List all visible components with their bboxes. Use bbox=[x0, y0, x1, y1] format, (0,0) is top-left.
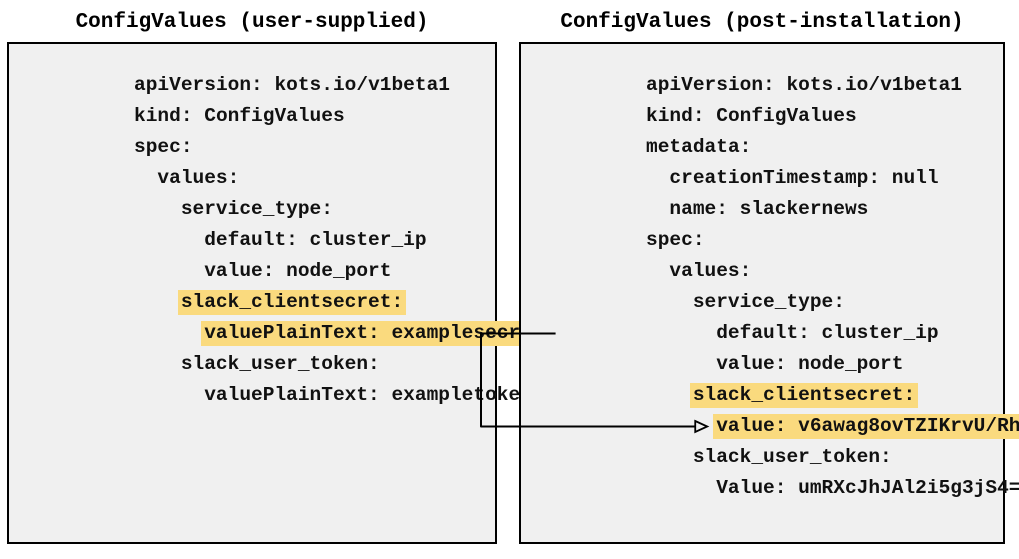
yaml-line: slack_clientsecret: bbox=[17, 265, 489, 315]
yaml-line: service_type: bbox=[180, 198, 333, 220]
yaml-line: values: bbox=[157, 167, 240, 189]
yaml-line: default: cluster_ip bbox=[716, 322, 939, 344]
yaml-line: service_type: bbox=[692, 291, 845, 313]
right-panel-post-installation: apiVersion: kots.io/v1beta1 kind: Config… bbox=[519, 42, 1019, 544]
yaml-line: value: v6awag8ovTZIKrvU/Rh4PQ== bbox=[529, 389, 1019, 439]
right-panel-title: ConfigValues (post-installation) bbox=[560, 11, 964, 34]
yaml-line: apiVersion: kots.io/v1beta1 bbox=[646, 74, 962, 96]
yaml-line: slack_clientsecret: bbox=[529, 358, 997, 408]
yaml-line: default: cluster_ip bbox=[204, 229, 427, 251]
yaml-line: valuePlainText: examplesecret bbox=[17, 296, 547, 346]
yaml-line: spec: bbox=[134, 136, 193, 158]
left-panel-user-supplied: apiVersion: kots.io/v1beta1 kind: Config… bbox=[7, 42, 547, 544]
yaml-line: slack_user_token: bbox=[180, 353, 380, 375]
yaml-line: values: bbox=[669, 260, 752, 282]
left-panel-title: ConfigValues (user-supplied) bbox=[75, 11, 429, 34]
yaml-line: name: slackernews bbox=[669, 198, 869, 220]
right-panel-code: apiVersion: kots.io/v1beta1 kind: Config… bbox=[521, 44, 1019, 499]
yaml-line: kind: ConfigValues bbox=[646, 105, 857, 127]
yaml-line: slack_user_token: bbox=[692, 446, 892, 468]
yaml-line: value: node_port bbox=[716, 353, 904, 375]
yaml-line: Value: umRXcJhJAl2i5g3jS4= bbox=[716, 477, 1019, 499]
yaml-line: spec: bbox=[646, 229, 705, 251]
left-panel-code: apiVersion: kots.io/v1beta1 kind: Config… bbox=[9, 44, 547, 406]
yaml-line: apiVersion: kots.io/v1beta1 bbox=[134, 74, 450, 96]
yaml-line: metadata: bbox=[646, 136, 752, 158]
yaml-line: creationTimestamp: null bbox=[669, 167, 939, 189]
yaml-line: kind: ConfigValues bbox=[134, 105, 345, 127]
yaml-line: value: node_port bbox=[204, 260, 392, 282]
